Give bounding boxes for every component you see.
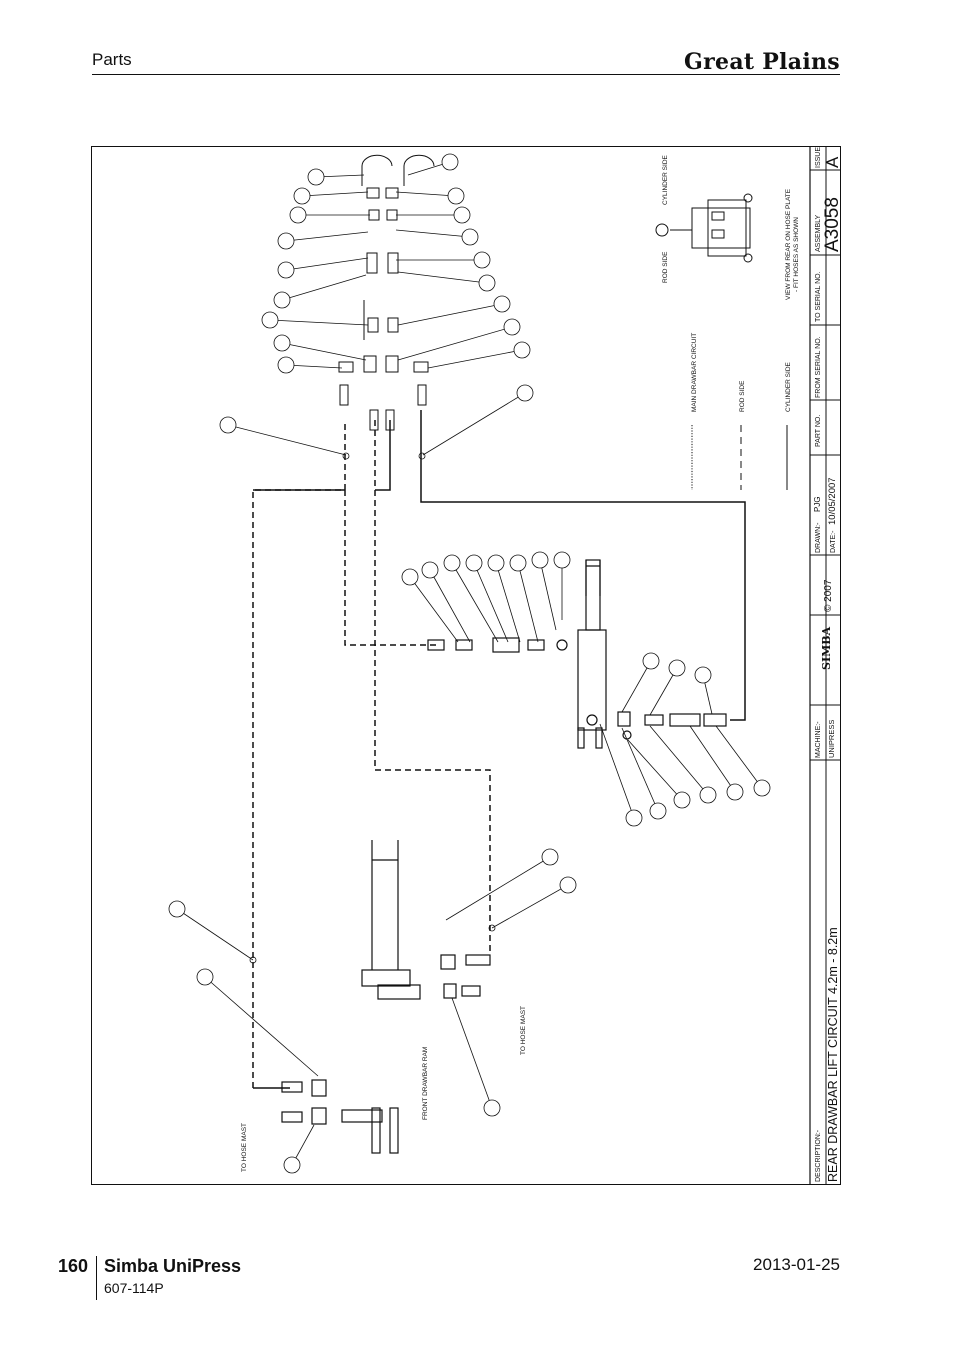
balloons	[176, 161, 763, 1166]
balloon-circles	[168, 153, 771, 1174]
simba-logo: SIMBA	[820, 626, 833, 670]
drawn-by: PJG	[813, 496, 822, 512]
machine-name: UNIPRESS	[827, 720, 836, 758]
to-hose-mast-right: TO HOSE MAST	[520, 1006, 527, 1055]
assembly-label: ASSEMBLY	[815, 214, 822, 252]
rear-cylinder	[427, 559, 727, 749]
issue-label: ISSUE	[815, 147, 822, 168]
rod-side-note: ROD SIDE	[662, 251, 669, 283]
top-fittings	[338, 154, 435, 431]
view-note-2: - FIT HOSES AS SHOWN	[793, 217, 800, 292]
manual-code: 607-114P	[104, 1280, 164, 1296]
description-label: DESCRIPTION:-	[815, 1129, 822, 1182]
section-label: Parts	[92, 50, 132, 69]
title-block-dividers	[810, 146, 841, 1185]
date-label: DATE:-	[830, 530, 837, 553]
description-text: REAR DRAWBAR LIFT CIRCUIT 4.2m - 8.2m	[826, 927, 840, 1182]
view-note-1: VIEW FROM REAR ON HOSE PLATE	[785, 188, 792, 300]
header-rule	[92, 74, 840, 75]
drawn-label: DRAWN:-	[815, 522, 822, 553]
machine-label: MACHINE:-	[815, 721, 822, 758]
manual-title: Simba UniPress	[104, 1256, 242, 1276]
legend-main: MAIN DRAWBAR CIRCUIT	[691, 333, 698, 412]
copyright-text: © 2007	[823, 579, 834, 612]
drawing-date: 10/05/2007	[827, 477, 838, 525]
from-serial-label: FROM SERIAL NO.	[815, 336, 822, 398]
drawing-frame	[91, 146, 841, 1185]
hose-plate-detail	[655, 193, 753, 263]
to-hose-mast-left: TO HOSE MAST	[241, 1123, 248, 1172]
front-drawbar-ram	[281, 840, 491, 1154]
hose-lines	[252, 410, 746, 1089]
legend-lines	[691, 425, 788, 490]
brand-logo: Great Plains	[684, 49, 840, 75]
publication-date: 2013-01-25	[753, 1255, 840, 1274]
issue-letter: A	[823, 156, 842, 168]
part-no-label: PART NO.	[815, 415, 822, 447]
legend-rod: ROD SIDE	[739, 380, 746, 412]
footer-divider	[96, 1256, 97, 1300]
page-number: 160	[58, 1256, 89, 1276]
legend-cylinder: CYLINDER SIDE	[785, 361, 792, 412]
cylinder-side-note: CYLINDER SIDE	[662, 154, 669, 205]
assembly-number: A3058	[822, 197, 843, 252]
front-drawbar-ram-label: FRONT DRAWBAR RAM	[422, 1047, 429, 1120]
to-serial-label: TO SERIAL NO.	[815, 271, 822, 322]
